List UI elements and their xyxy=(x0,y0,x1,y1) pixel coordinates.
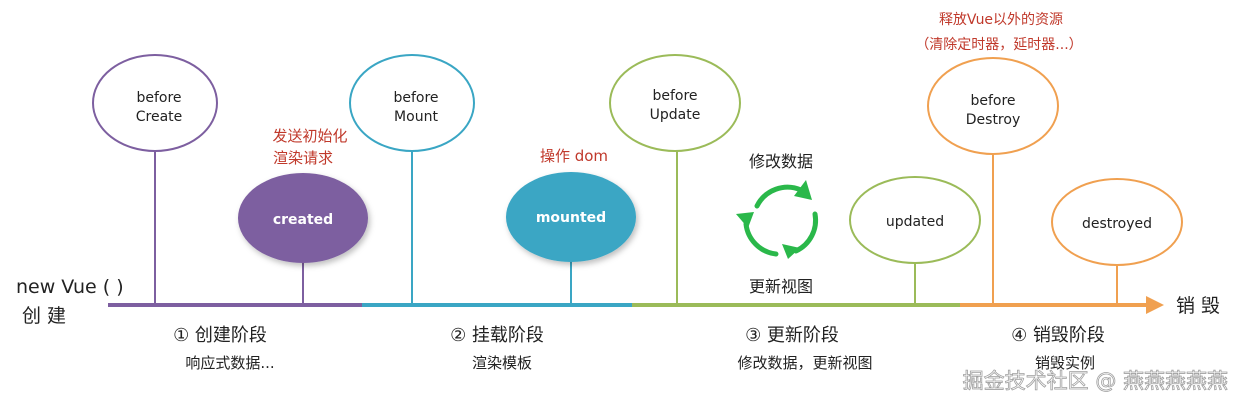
note-mounted: 操作 dom xyxy=(540,147,608,165)
hook-mounted-label: mounted xyxy=(536,210,606,226)
hook-before-create-line1: before xyxy=(136,90,181,106)
hook-before-destroy-line1: before xyxy=(970,93,1015,109)
hook-created: created 发送初始化 渲染请求 xyxy=(238,127,368,305)
hook-before-update-line2: Update xyxy=(650,107,701,123)
refresh-cycle-icon xyxy=(743,184,819,257)
hook-created-label: created xyxy=(273,212,333,228)
phase-create-desc: 响应式数据... xyxy=(185,354,274,372)
end-label-destroy: 销 毁 xyxy=(1176,295,1220,317)
cycle-label-bottom: 更新视图 xyxy=(749,277,813,296)
start-label-new-vue: new Vue ( ) xyxy=(16,276,124,298)
note-created-line1: 发送初始化 xyxy=(272,127,347,145)
hook-before-destroy-line2: Destroy xyxy=(966,112,1020,128)
timeline-arrow-head xyxy=(1146,296,1164,314)
phase-update: ③ 更新阶段 修改数据，更新视图 xyxy=(737,325,872,372)
watermark: 掘金技术社区 @ 燕燕燕燕燕 xyxy=(963,369,1228,393)
hook-updated-label: updated xyxy=(886,214,944,230)
hook-before-create: before Create xyxy=(92,54,218,305)
hook-before-create-bubble xyxy=(92,54,218,152)
hook-mounted: mounted 操作 dom xyxy=(506,147,636,305)
phase-create-title: ① 创建阶段 xyxy=(173,325,267,346)
cycle-label-top: 修改数据 xyxy=(749,152,813,171)
hook-before-destroy-bubble xyxy=(927,57,1059,155)
note-before-destroy-line2: （清除定时器，延时器...） xyxy=(915,37,1082,53)
phase-update-title: ③ 更新阶段 xyxy=(745,325,839,346)
hook-mounted-bubble xyxy=(506,172,636,262)
hook-before-update: before Update xyxy=(609,54,741,305)
phase-mount-desc: 渲染模板 xyxy=(472,354,532,372)
phase-mount-title: ② 挂载阶段 xyxy=(450,325,544,346)
start-label-create: 创 建 xyxy=(22,305,66,327)
note-before-destroy-line1: 释放Vue以外的资源 xyxy=(939,12,1063,28)
refresh-cycle-arrowheads xyxy=(736,180,812,259)
phase-destroy: ④ 销毁阶段 销毁实例 xyxy=(1011,325,1105,372)
hook-before-mount: before Mount xyxy=(349,54,475,305)
hook-destroyed: destroyed xyxy=(1051,178,1183,305)
hook-before-mount-bubble xyxy=(349,54,475,152)
hook-updated: updated xyxy=(849,176,981,305)
hook-before-mount-line1: before xyxy=(393,90,438,106)
hook-before-update-bubble xyxy=(609,54,741,152)
phase-destroy-title: ④ 销毁阶段 xyxy=(1011,325,1105,346)
hook-created-bubble xyxy=(238,173,368,263)
phase-update-desc: 修改数据，更新视图 xyxy=(737,354,872,372)
hook-updated-bubble xyxy=(849,176,981,264)
phase-create: ① 创建阶段 响应式数据... xyxy=(173,325,275,372)
update-cycle: 修改数据 更新视图 xyxy=(736,152,819,296)
timeline xyxy=(108,296,1164,314)
phase-mount: ② 挂载阶段 渲染模板 xyxy=(450,325,544,372)
hook-before-mount-line2: Mount xyxy=(394,109,438,125)
hook-destroyed-label: destroyed xyxy=(1082,216,1152,232)
hook-destroyed-bubble xyxy=(1051,178,1183,266)
hook-before-create-line2: Create xyxy=(136,109,183,125)
phase-destroy-desc: 销毁实例 xyxy=(1035,354,1095,372)
hook-before-update-line1: before xyxy=(652,88,697,104)
note-created-line2: 渲染请求 xyxy=(273,149,333,167)
hook-before-destroy: before Destroy 释放Vue以外的资源 （清除定时器，延时器...） xyxy=(915,12,1083,305)
